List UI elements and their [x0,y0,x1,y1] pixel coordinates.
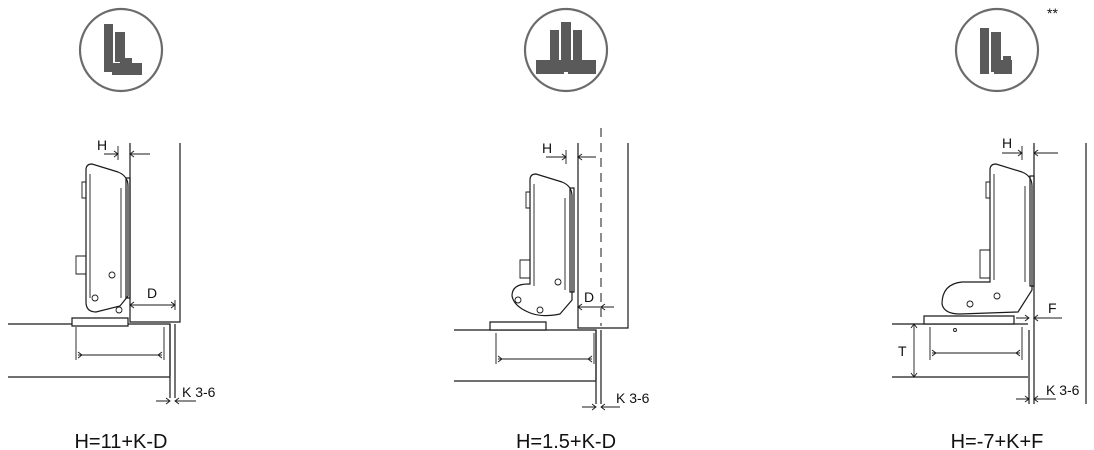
full-overlay-dim-h: H [97,137,107,153]
panel-inset: ** T H F K 3-6 H=-7+K+F [892,5,1087,450]
inset-dim-k: K 3-6 [1046,382,1080,398]
half-overlay-formula: H=1.5+K-D [516,431,616,450]
inset-icon [954,7,1040,93]
half-overlay-dim-d: D [584,289,594,305]
panel-full-overlay: H D K 3-6 H=11+K-D [8,7,216,450]
full-overlay-formula: H=11+K-D [74,431,167,450]
inset-dim-f: F [1048,300,1057,316]
inset-dim-t: T [898,343,907,359]
full-overlay-dim-d: D [147,285,157,301]
half-overlay-dim-h: H [542,140,552,156]
panel-half-overlay: H D K 3-6 H=1.5+K-D [454,7,650,450]
half-overlay-dim-k: K 3-6 [616,390,650,406]
inset-note: ** [1047,5,1058,21]
full-overlay-dim-k: K 3-6 [182,384,216,400]
inset-dim-h: H [1002,135,1012,151]
half-overlay-icon [523,7,609,93]
inset-formula: H=-7+K+F [951,431,1044,450]
full-overlay-icon [78,7,164,93]
